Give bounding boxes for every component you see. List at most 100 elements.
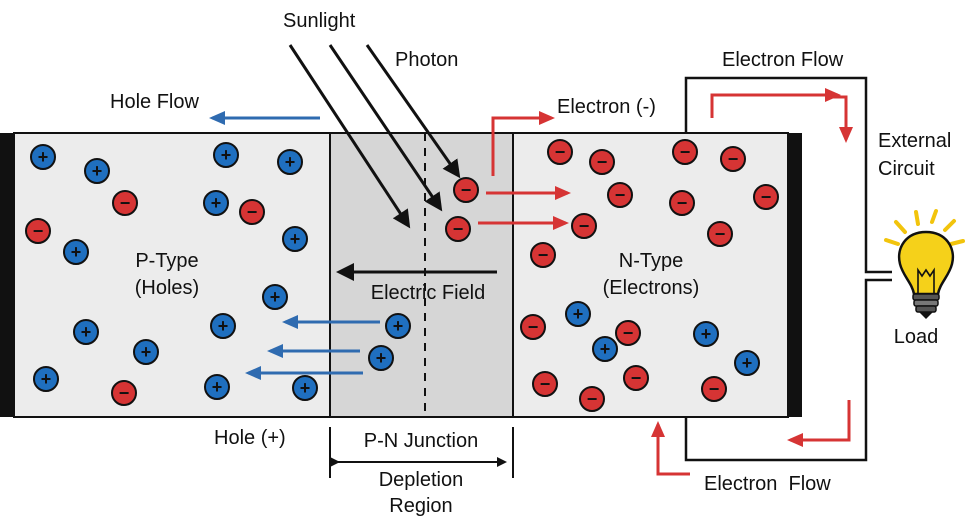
electron-carrier-9: − xyxy=(720,146,746,172)
hole-carrier-12: + xyxy=(204,374,230,400)
electron-carrier-17: − xyxy=(615,320,641,346)
hole-carrier-16: + xyxy=(565,301,591,327)
plus-sign: + xyxy=(71,242,82,262)
plus-sign: + xyxy=(573,304,584,324)
minus-sign: − xyxy=(579,216,590,236)
minus-sign: − xyxy=(761,187,772,207)
plus-sign: + xyxy=(270,287,281,307)
label-depletion: Depletion xyxy=(379,469,464,491)
label-hole-flow: Hole Flow xyxy=(110,91,199,113)
electron-carrier-19: − xyxy=(579,386,605,412)
electron-carrier-16: − xyxy=(520,314,546,340)
circuit-wire-bottom xyxy=(684,278,892,462)
hole-carrier-7: + xyxy=(262,284,288,310)
hole-carrier-18: + xyxy=(693,321,719,347)
label-electron-flow-bottom: Electron Flow xyxy=(704,473,831,495)
label-n-type: N-Type xyxy=(619,250,683,272)
label-circuit: Circuit xyxy=(878,158,935,180)
label-photon: Photon xyxy=(395,49,458,71)
label-electric-field: Electric Field xyxy=(371,282,485,304)
plus-sign: + xyxy=(290,229,301,249)
sunlight-ray-3 xyxy=(365,44,461,179)
electron-up-arrow xyxy=(491,111,555,176)
minus-sign: − xyxy=(119,383,130,403)
hole-carrier-14: + xyxy=(385,313,411,339)
label-pn-junction: P-N Junction xyxy=(364,430,479,452)
circuit-electron-arrow-bottom xyxy=(787,400,851,447)
minus-sign: − xyxy=(597,152,608,172)
label-sunlight: Sunlight xyxy=(283,10,356,32)
hole-carrier-1: + xyxy=(84,158,110,184)
plus-sign: + xyxy=(81,322,92,342)
electron-carrier-7: − xyxy=(589,149,615,175)
plus-sign: + xyxy=(41,369,52,389)
plus-sign: + xyxy=(211,193,222,213)
circuit-electron-arrow-right xyxy=(832,95,853,143)
label-electron-flow-top: Electron Flow xyxy=(722,49,844,71)
sunlight-ray-2 xyxy=(328,44,443,212)
minus-sign: − xyxy=(715,224,726,244)
hole-carrier-17: + xyxy=(592,336,618,362)
plus-sign: + xyxy=(212,377,223,397)
electron-carrier-2: − xyxy=(25,218,51,244)
electron-carrier-21: − xyxy=(701,376,727,402)
minus-sign: − xyxy=(538,245,549,265)
label-external: External xyxy=(878,130,951,152)
hole-carrier-6: + xyxy=(282,226,308,252)
electron-carrier-4: − xyxy=(453,177,479,203)
plus-sign: + xyxy=(218,316,229,336)
electron-carrier-12: − xyxy=(753,184,779,210)
electron-carrier-1: − xyxy=(239,199,265,225)
hole-carrier-19: + xyxy=(734,350,760,376)
electron-carrier-11: − xyxy=(669,190,695,216)
minus-sign: − xyxy=(728,149,739,169)
plus-sign: + xyxy=(742,353,753,373)
minus-sign: − xyxy=(709,379,720,399)
hole-carrier-8: + xyxy=(210,313,236,339)
electron-carrier-13: − xyxy=(571,213,597,239)
plus-sign: + xyxy=(701,324,712,344)
electron-carrier-6: − xyxy=(547,139,573,165)
minus-sign: − xyxy=(120,193,131,213)
electron-carrier-5: − xyxy=(445,216,471,242)
label-electron-minus: Electron (-) xyxy=(557,96,656,118)
minus-sign: − xyxy=(540,374,551,394)
light-bulb-icon xyxy=(884,209,965,319)
label-p-type: P-Type xyxy=(135,250,198,272)
electron-carrier-20: − xyxy=(623,365,649,391)
minus-sign: − xyxy=(555,142,566,162)
minus-sign: − xyxy=(528,317,539,337)
label-hole-plus: Hole (+) xyxy=(214,427,286,449)
minus-sign: − xyxy=(247,202,258,222)
plus-sign: + xyxy=(393,316,404,336)
hole-carrier-15: + xyxy=(368,345,394,371)
hole-carrier-0: + xyxy=(30,144,56,170)
minus-sign: − xyxy=(615,185,626,205)
electron-carrier-15: − xyxy=(530,242,556,268)
hole-carrier-3: + xyxy=(277,149,303,175)
label-region: Region xyxy=(389,495,452,517)
hole-carrier-13: + xyxy=(292,375,318,401)
plus-sign: + xyxy=(92,161,103,181)
label-load: Load xyxy=(894,326,939,348)
circuit-electron-arrow-top xyxy=(710,88,841,118)
sunlight-ray-1 xyxy=(288,44,411,229)
electron-carrier-14: − xyxy=(707,221,733,247)
minus-sign: − xyxy=(680,142,691,162)
plus-sign: + xyxy=(600,339,611,359)
minus-sign: − xyxy=(461,180,472,200)
label-electrons: (Electrons) xyxy=(603,277,700,299)
minus-sign: − xyxy=(677,193,688,213)
charge-carriers: ++++++++++++++++++++−−−−−−−−−−−−−−−−−−−−… xyxy=(25,139,779,412)
hole-carrier-2: + xyxy=(213,142,239,168)
plus-sign: + xyxy=(376,348,387,368)
electron-carrier-10: − xyxy=(607,182,633,208)
minus-sign: − xyxy=(33,221,44,241)
p-type-region xyxy=(13,132,331,418)
left-electrode xyxy=(0,133,15,417)
label-holes: (Holes) xyxy=(135,277,199,299)
electron-carrier-3: − xyxy=(111,380,137,406)
right-electrode xyxy=(787,133,802,417)
hole-carrier-4: + xyxy=(203,190,229,216)
